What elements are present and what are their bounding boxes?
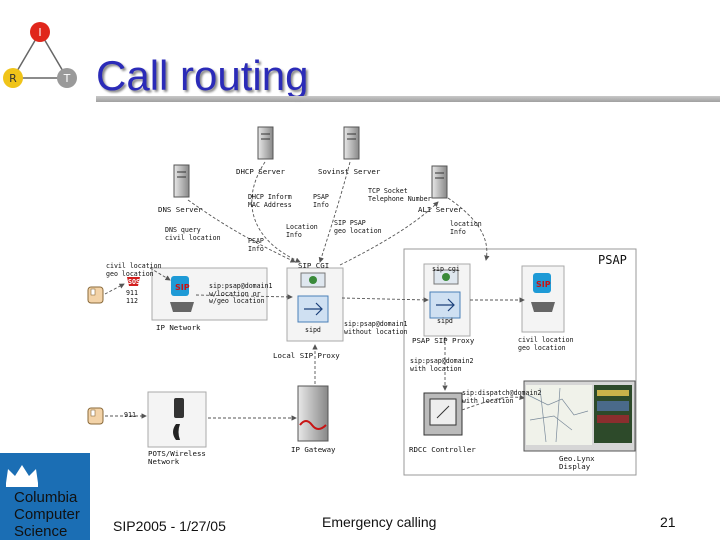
dhcp-server-label: DHCP Server — [236, 167, 285, 176]
dhcp-server-icon — [257, 126, 274, 160]
columbia-crown-block — [0, 453, 90, 540]
handset-icon — [173, 424, 180, 440]
sip-phone-icon-right — [533, 273, 551, 293]
sip-phone-icon-left — [171, 276, 189, 296]
desk-phone-icon-right — [531, 302, 555, 312]
psap-info-top-label: PSAP Info — [313, 193, 329, 209]
edge-rdcc-to-geolynx — [461, 394, 525, 411]
pots-wireless-label: POTS/Wireless Network — [148, 449, 206, 467]
irt-t-letter: T — [63, 72, 71, 85]
institution-line3: Science — [14, 523, 68, 540]
sip-cgi-label: SIP CGI — [298, 261, 330, 270]
institution-line1: Columbia — [14, 489, 78, 506]
footer-date: SIP2005 - 1/27/05 — [113, 518, 226, 534]
edge-proxy-to-psap — [341, 297, 429, 303]
desk-phone-icon-left — [170, 302, 194, 312]
irt-r-letter: R — [9, 72, 17, 85]
sip-cgi-right-label: sip cgi — [432, 265, 460, 273]
sovinst-server-icon — [343, 126, 360, 160]
ali-server-icon — [431, 165, 448, 199]
svg-text:SIP: SIP — [175, 283, 190, 292]
sipd-left-label: sipd — [305, 326, 321, 334]
title-underline — [96, 96, 720, 102]
hand-icon-top — [87, 286, 104, 304]
emergency-numbers-label: 911 112 — [126, 289, 138, 305]
edge-proxy-to-ali — [339, 201, 439, 266]
cell-phone-icon — [174, 398, 184, 418]
irt-i-circle — [30, 22, 50, 42]
page-number: 21 — [660, 514, 676, 530]
edge-dns-to-proxy — [187, 199, 296, 263]
dhcp-inform-label: DHCP Inform MAC Address — [248, 193, 292, 209]
rdcc-controller-label: RDCC Controller — [409, 445, 476, 454]
institution-line2: Computer — [14, 506, 80, 523]
dns-server-label: DNS Server — [158, 205, 203, 214]
edge-dhcp-to-proxy — [251, 161, 301, 263]
location-info-label: Location Info — [286, 223, 318, 239]
footer-topic: Emergency calling — [322, 514, 437, 530]
n911-bottom-label: 911 — [124, 411, 136, 419]
sipd-right-label: sipd — [437, 317, 453, 325]
edge-phone-to-proxy — [195, 294, 293, 300]
civil-location-left-label: civil location geo location — [106, 262, 162, 278]
svg-text:SIP: SIP — [536, 280, 551, 289]
sip-psap-domain1-noloc-label: sip:psap@domain1 without location — [344, 320, 408, 336]
geolynx-display-label: Geo.Lynx Display — [559, 454, 595, 472]
tcp-socket-label: TCP Socket Telephone Number — [368, 187, 432, 203]
sip-psap-geo-label: SIP PSAP geo location — [334, 219, 382, 235]
irt-i-letter: I — [38, 26, 41, 39]
dns-query-label: DNS query civil location — [165, 226, 221, 242]
geolynx-display-image — [523, 380, 636, 452]
psap-region — [403, 248, 637, 476]
irt-t-circle — [57, 68, 77, 88]
crown-icon — [6, 465, 38, 487]
edge-sovinst-to-proxy — [318, 161, 351, 263]
edge-hand-to-sos — [104, 283, 125, 295]
sip-dispatch-label: sip:dispatch@domain2 with location — [462, 389, 542, 405]
edge-civil-loc-to-phone — [149, 267, 171, 281]
sip-psap-domain2-label: sip:psap@domain2 with location — [410, 357, 474, 373]
ip-network-label: IP Network — [156, 323, 201, 332]
civil-location-right-label: civil location geo location — [518, 336, 574, 352]
local-sip-proxy-label: Local SIP Proxy — [273, 351, 340, 360]
hand-icon-bottom — [87, 407, 104, 425]
sos-label: SOS — [128, 278, 140, 286]
location-info-right-label: location Info — [450, 220, 482, 236]
dns-server-icon — [173, 164, 190, 198]
irt-logo: I R T — [3, 22, 77, 88]
ip-gateway-label: IP Gateway — [291, 445, 336, 454]
sovinst-server-label: Sovinst Server — [318, 167, 381, 176]
sip-psap-domain1-label: sip:psap@domain1 w/location or w/geo loc… — [209, 282, 273, 306]
psap-region-label: PSAP — [598, 253, 627, 267]
ip-network-box — [151, 267, 268, 321]
ip-gateway-icon — [297, 385, 329, 442]
ali-server-label: ALI Server — [418, 205, 463, 214]
institution-name: Columbia Computer Science — [14, 489, 80, 540]
slide-title: Call routing — [96, 52, 309, 99]
psap-sip-proxy-label: PSAP SIP Proxy — [412, 336, 475, 345]
rdcc-controller-icon — [423, 392, 463, 436]
sos-phone-icon — [127, 277, 140, 286]
edge-ali-to-psap — [447, 197, 490, 261]
psap-info-mid-label: PSAP Info — [248, 237, 264, 253]
irt-r-circle — [3, 68, 23, 88]
